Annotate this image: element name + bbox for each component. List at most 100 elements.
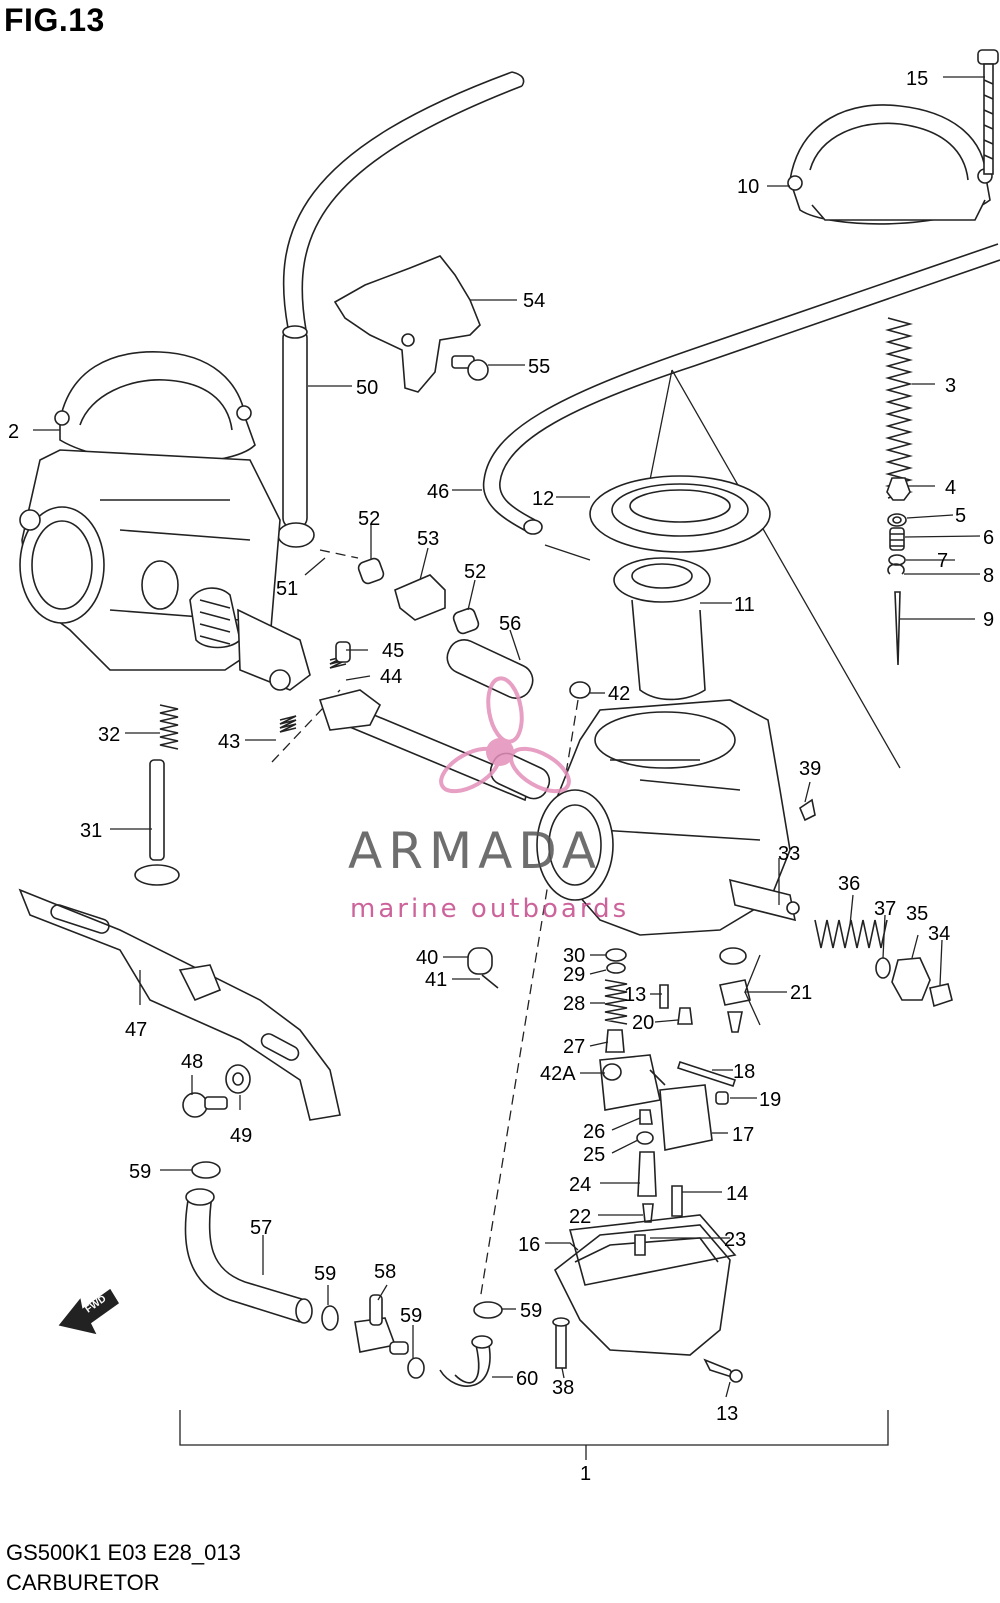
carburetor-left-body <box>19 351 311 691</box>
callout-46: 46 <box>427 481 449 503</box>
callout-19: 19 <box>759 1089 781 1111</box>
callout-9: 9 <box>983 609 994 631</box>
callout-44: 44 <box>380 666 402 688</box>
callout-8: 8 <box>983 565 994 587</box>
callout-5: 5 <box>955 505 966 527</box>
armada-propeller-logo <box>439 676 571 794</box>
callout-43: 43 <box>218 731 240 753</box>
screw-48-washer-49 <box>182 1064 251 1118</box>
callout-41: 41 <box>425 969 447 991</box>
callout-21: 21 <box>790 982 812 1004</box>
callout-2: 2 <box>8 421 19 443</box>
callout-51: 51 <box>276 578 298 600</box>
callout-3: 3 <box>945 375 956 397</box>
hose-60 <box>439 1335 493 1387</box>
spring-3 <box>884 317 914 499</box>
callout-26: 26 <box>583 1121 605 1143</box>
callout-47: 47 <box>125 1019 147 1041</box>
callout-33: 33 <box>778 843 800 865</box>
callout-18: 18 <box>733 1061 755 1083</box>
callout-13b: 13 <box>716 1403 738 1425</box>
callout-22: 22 <box>569 1206 591 1228</box>
callout-38: 38 <box>552 1377 574 1399</box>
model-code: GS500K1 E03 E28_013 <box>6 1540 241 1565</box>
callout-35: 35 <box>906 903 928 925</box>
callout-10: 10 <box>737 176 759 198</box>
main-jet-parts <box>602 1063 683 1223</box>
parts-39-42 <box>569 681 816 822</box>
callout-48: 48 <box>181 1051 203 1073</box>
callout-17: 17 <box>732 1124 754 1146</box>
screw-15 <box>977 49 999 175</box>
callout-13a: 13 <box>624 984 646 1006</box>
fwd-arrow-icon: FWD <box>58 1288 120 1335</box>
callout-1: 1 <box>580 1463 591 1485</box>
clip-40-41 <box>467 947 499 989</box>
callout-59c: 59 <box>520 1300 542 1322</box>
callout-59a: 59 <box>129 1161 151 1183</box>
callout-31: 31 <box>80 820 102 842</box>
callout-53: 53 <box>417 528 439 550</box>
clamps-59 <box>191 1161 503 1379</box>
callout-20: 20 <box>632 1012 654 1034</box>
callout-58: 58 <box>374 1261 396 1283</box>
callout-labels: 15 10 3 4 5 6 7 8 9 54 55 50 2 46 12 11 … <box>8 68 994 1485</box>
link-plate-47 <box>18 888 341 1121</box>
float-chamber-16 <box>553 1214 737 1356</box>
pilot-screw-set <box>814 919 953 1008</box>
screws-13-38 <box>552 1317 743 1383</box>
callout-30: 30 <box>563 945 585 967</box>
callout-50: 50 <box>356 377 378 399</box>
callout-60: 60 <box>516 1368 538 1390</box>
callout-37: 37 <box>874 898 896 920</box>
jets-52-53 <box>357 557 480 635</box>
callout-14: 14 <box>726 1183 748 1205</box>
top-cover-10 <box>787 104 993 225</box>
callout-11: 11 <box>734 594 755 616</box>
callout-56: 56 <box>499 613 521 635</box>
carburetor-right-body <box>536 699 800 936</box>
watermark-brand: ARMADA <box>348 822 602 880</box>
callout-27: 27 <box>563 1036 585 1058</box>
bracket-54 <box>333 255 481 393</box>
callout-45: 45 <box>382 640 404 662</box>
callout-52a: 52 <box>358 508 380 530</box>
float-valve-parts <box>604 947 751 1053</box>
callout-24: 24 <box>569 1174 591 1196</box>
piston-slide-11 <box>613 557 711 701</box>
figure-caption: CARBURETOR <box>6 1570 160 1595</box>
callout-57: 57 <box>250 1217 272 1239</box>
callout-6: 6 <box>983 527 994 549</box>
callout-16: 16 <box>518 1234 540 1256</box>
leader-lines <box>33 76 985 1398</box>
callout-28: 28 <box>563 993 585 1015</box>
joint-58 <box>354 1294 409 1355</box>
callout-25: 25 <box>583 1144 605 1166</box>
vent-hose-46 <box>482 243 1000 535</box>
callout-54: 54 <box>523 290 545 312</box>
callout-52b: 52 <box>464 561 486 583</box>
callout-42: 42 <box>608 683 630 705</box>
assembly-bracket-1 <box>179 1410 889 1460</box>
callout-59d: 59 <box>400 1305 422 1327</box>
screw-55 <box>451 355 489 381</box>
callout-32: 32 <box>98 724 120 746</box>
callout-39: 39 <box>799 758 821 780</box>
callout-55: 55 <box>528 356 550 378</box>
callout-34: 34 <box>928 923 950 945</box>
callout-15: 15 <box>906 68 928 90</box>
callout-7: 7 <box>937 550 948 572</box>
watermark-tagline: marine outboards <box>350 894 629 924</box>
callout-36: 36 <box>838 873 860 895</box>
callout-12: 12 <box>532 488 554 510</box>
callout-4: 4 <box>945 477 956 499</box>
callout-29: 29 <box>563 964 585 986</box>
figure-title: FIG.13 <box>4 2 105 38</box>
callout-42A: 42A <box>540 1063 576 1085</box>
armada-watermark: ARMADA marine outboards <box>348 676 629 924</box>
idle-screw-31 <box>134 704 180 886</box>
diaphragm-12 <box>589 475 771 553</box>
throttle-shaft-parts <box>279 639 551 802</box>
callout-40: 40 <box>416 947 438 969</box>
